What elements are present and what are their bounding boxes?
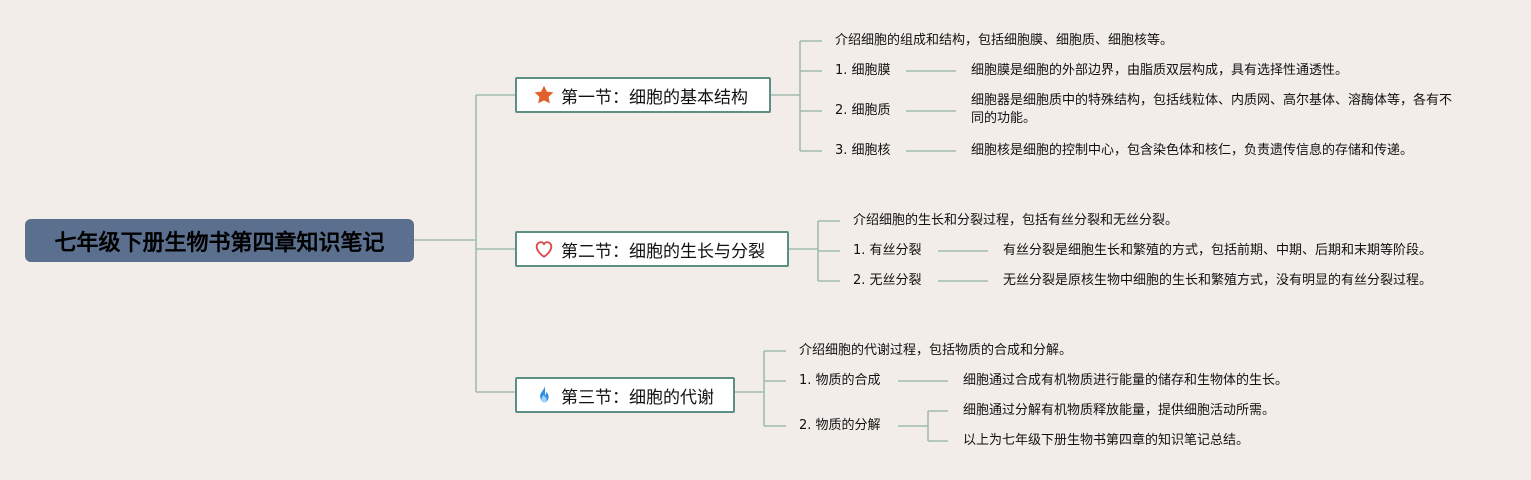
heart-icon xyxy=(535,241,553,258)
section-2-item-1-label: 1. 有丝分裂 xyxy=(853,243,922,258)
section-2-title: 第二节：细胞的生长与分裂 xyxy=(561,241,765,262)
section-3-item-2-desc: 细胞通过分解有机物质释放能量，提供细胞活动所需。 xyxy=(963,403,1276,418)
flame-icon xyxy=(540,385,549,403)
section-2-item-1-desc: 有丝分裂是细胞生长和繁殖的方式，包括前期、中期、后期和末期等阶段。 xyxy=(1003,243,1433,258)
section-3-intro: 介绍细胞的代谢过程，包括物质的合成和分解。 xyxy=(799,343,1073,358)
section-1-item-3-desc: 细胞核是细胞的控制中心，包含染色体和核仁，负责遗传信息的存储和传递。 xyxy=(971,143,1414,158)
section-2-item-2-desc: 无丝分裂是原核生物中细胞的生长和繁殖方式，没有明显的有丝分裂过程。 xyxy=(1003,273,1433,288)
section-3-node[interactable]: 第三节：细胞的代谢 xyxy=(515,377,735,413)
section-3-title: 第三节：细胞的代谢 xyxy=(561,387,714,408)
section-1-title: 第一节：细胞的基本结构 xyxy=(561,87,748,108)
section-3-item-1-label: 1. 物质的合成 xyxy=(799,373,881,388)
section-1-node[interactable]: 第一节：细胞的基本结构 xyxy=(515,77,771,113)
section-2-intro: 介绍细胞的生长和分裂过程，包括有丝分裂和无丝分裂。 xyxy=(853,213,1179,228)
section-1-item-1-label: 1. 细胞膜 xyxy=(835,63,891,78)
section-1-item-2-desc: 细胞器是细胞质中的特殊结构，包括线粒体、内质网、高尔基体、溶酶体等，各有不同的功… xyxy=(971,93,1453,126)
section-2-node[interactable]: 第二节：细胞的生长与分裂 xyxy=(515,231,789,267)
root-topic[interactable]: 七年级下册生物书第四章知识笔记 xyxy=(25,219,414,262)
section-3-item-2-label: 2. 物质的分解 xyxy=(799,418,881,433)
section-2-item-2-label: 2. 无丝分裂 xyxy=(853,273,922,288)
star-icon xyxy=(534,85,554,104)
section-3-item-2-summary: 以上为七年级下册生物书第四章的知识笔记总结。 xyxy=(963,433,1250,448)
section-1-intro: 介绍细胞的组成和结构，包括细胞膜、细胞质、细胞核等。 xyxy=(835,33,1174,48)
root-title: 七年级下册生物书第四章知识笔记 xyxy=(54,230,385,256)
section-1-item-3-label: 3. 细胞核 xyxy=(835,143,891,158)
section-1-item-1-desc: 细胞膜是细胞的外部边界，由脂质双层构成，具有选择性通透性。 xyxy=(971,63,1349,78)
section-1-item-2-label: 2. 细胞质 xyxy=(835,103,891,118)
section-3-item-1-desc: 细胞通过合成有机物质进行能量的储存和生物体的生长。 xyxy=(963,373,1289,388)
